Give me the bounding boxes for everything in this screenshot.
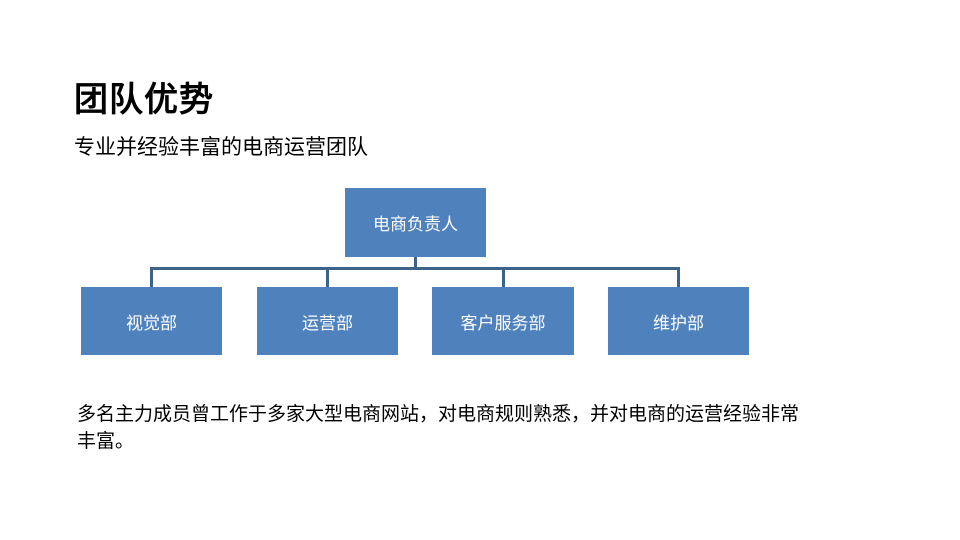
- connector-root-down: [414, 257, 417, 269]
- org-node-visual-dept: 视觉部: [81, 287, 222, 355]
- org-node-operations-dept: 运营部: [257, 287, 398, 355]
- slide-title: 团队优势: [74, 80, 214, 120]
- slide-subtitle: 专业并经验丰富的电商运营团队: [74, 135, 368, 159]
- org-node-maintenance-dept: 维护部: [608, 287, 749, 355]
- org-node-label: 电商负责人: [373, 215, 458, 235]
- org-node-customer-service-dept: 客户服务部: [432, 287, 574, 355]
- org-node-root: 电商负责人: [345, 188, 486, 257]
- org-node-label: 运营部: [302, 313, 353, 334]
- connector-child-2: [326, 267, 329, 287]
- connector-horizontal: [150, 267, 680, 270]
- org-node-label: 客户服务部: [460, 313, 546, 334]
- connector-child-3: [502, 267, 505, 287]
- org-node-label: 维护部: [653, 313, 704, 334]
- description-text: 多名主力成员曾工作于多家大型电商网站，对电商规则熟悉，并对电商的运营经验非常丰富…: [77, 403, 800, 452]
- connector-child-1: [150, 267, 153, 287]
- org-node-label: 视觉部: [126, 313, 177, 334]
- connector-child-4: [677, 267, 680, 287]
